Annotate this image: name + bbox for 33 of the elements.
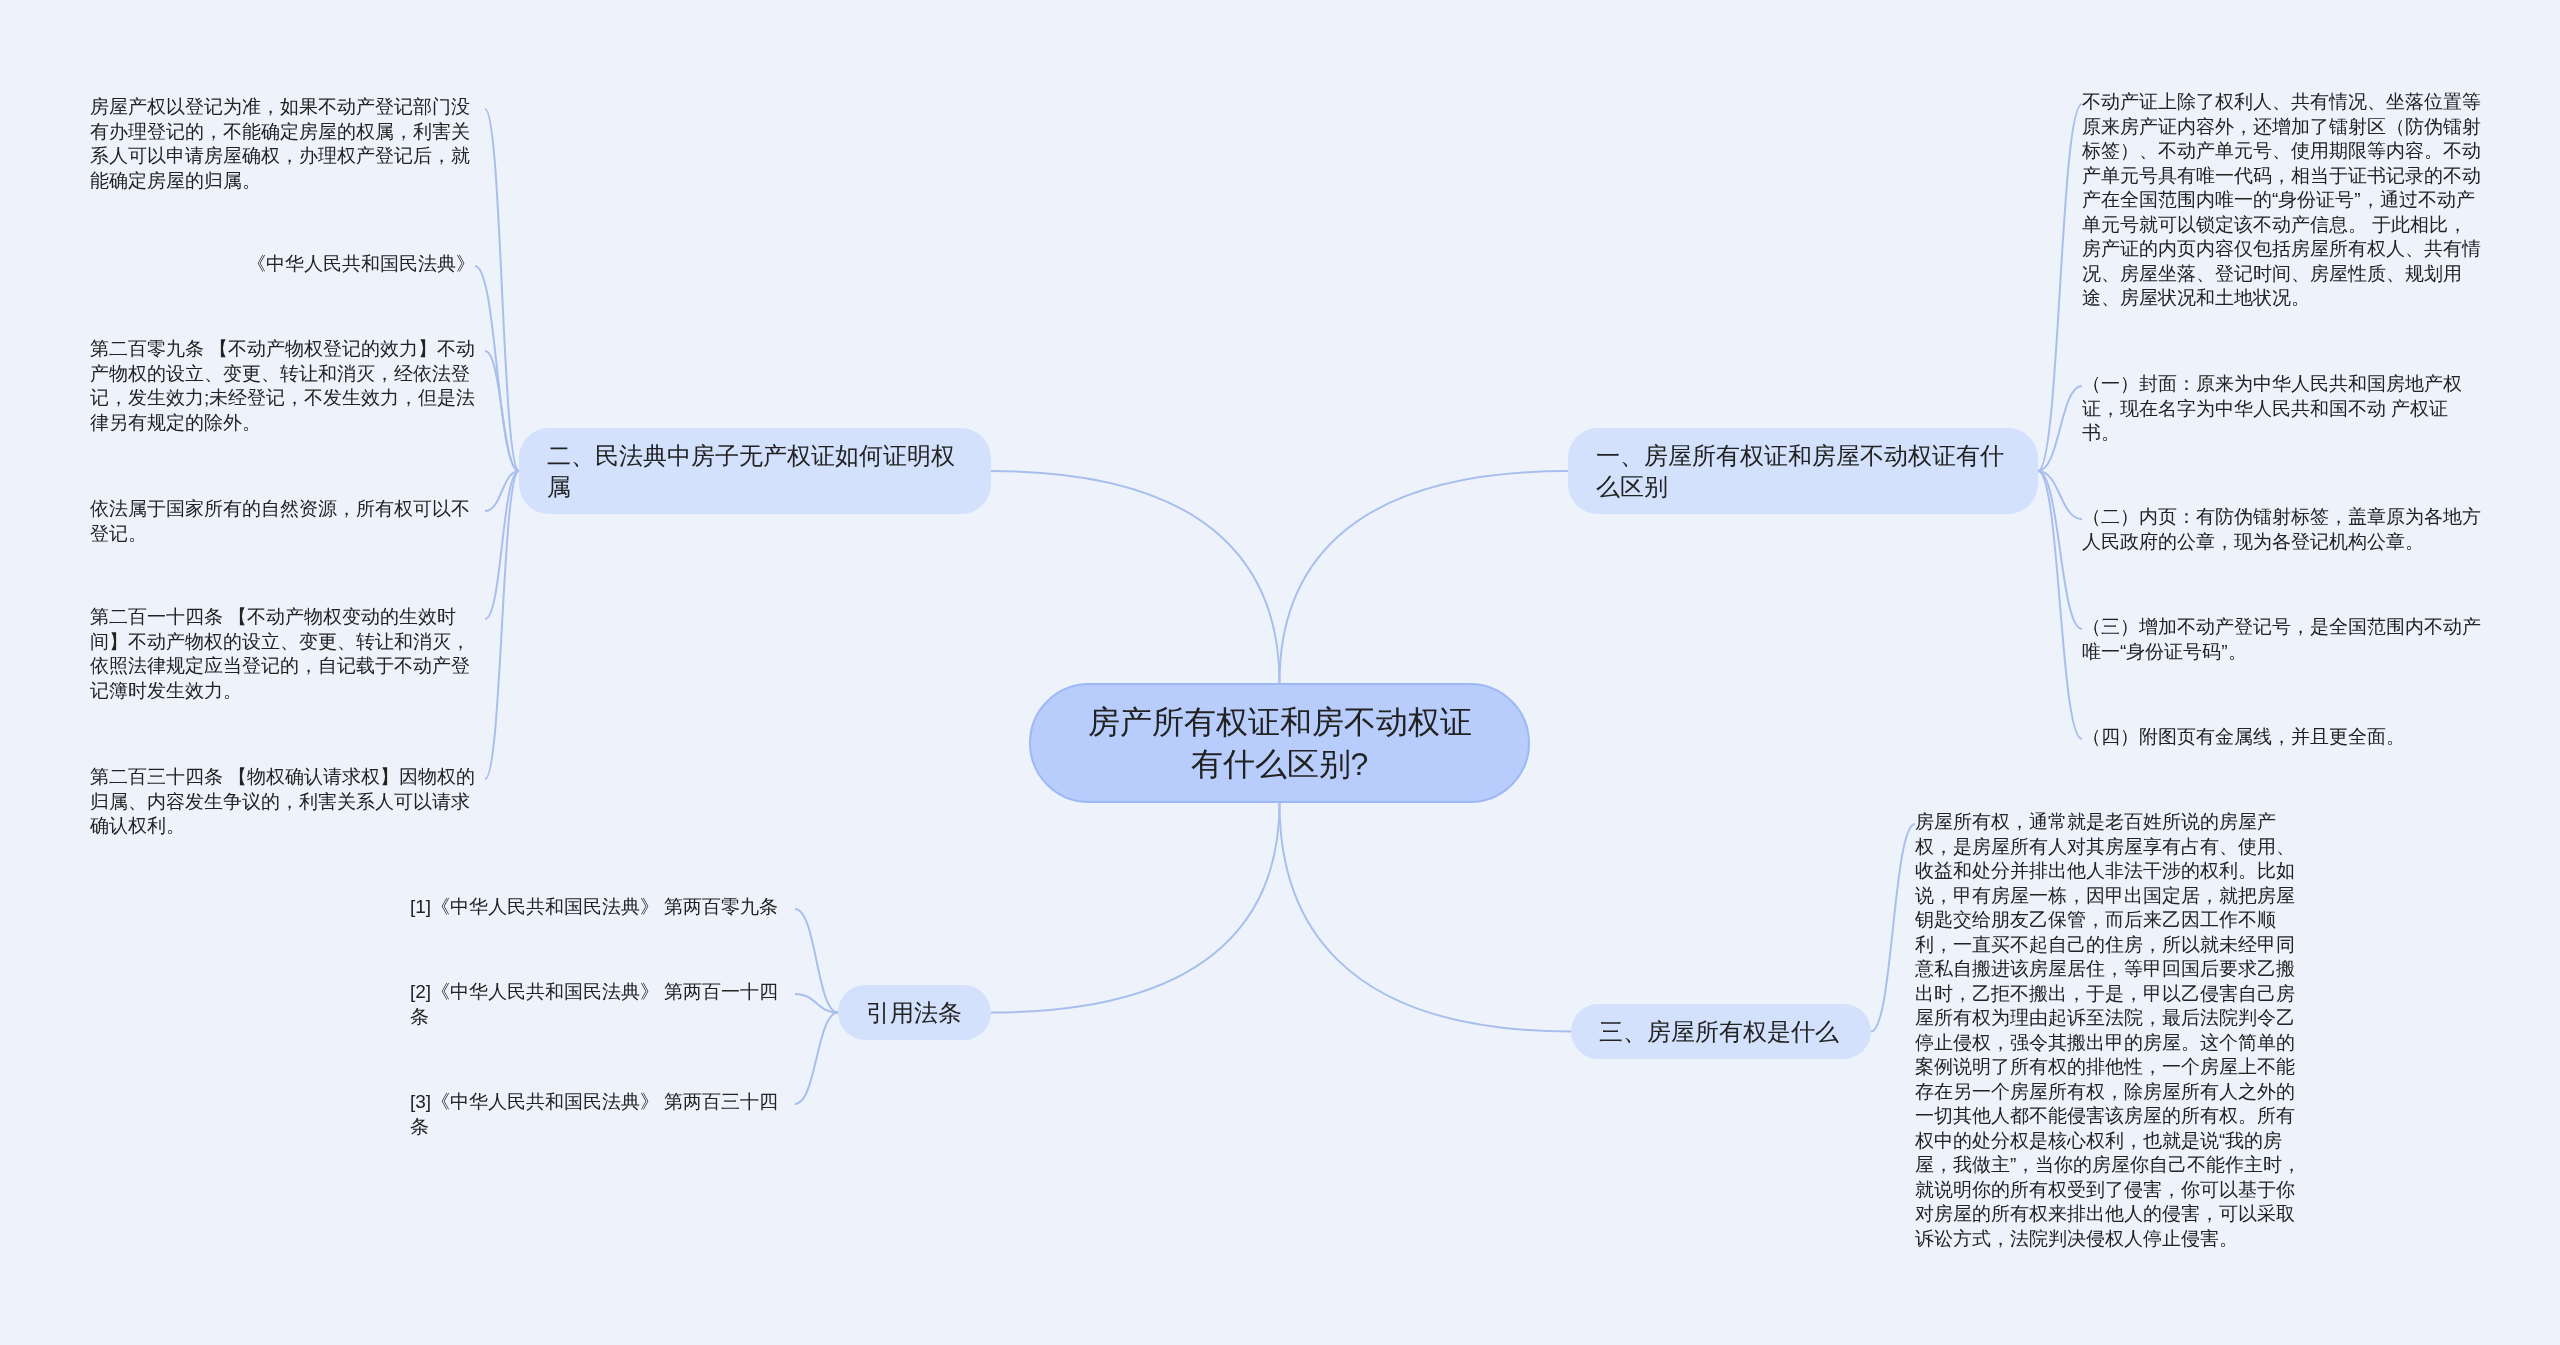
note-text: 房屋产权以登记为准，如果不动产登记部门没有办理登记的，不能确定房屋的权属，利害关系人可以申请房屋确权，办理权产登记后，就能确定房屋的归属。 (90, 95, 485, 193)
note-text: 第二百一十四条 【不动产物权变动的生效时间】不动产物权的设立、变更、转让和消灭，依照法律规定应当登记的，自记载于不动产登记簿时发生效力。 (90, 605, 485, 703)
note-text: 房屋所有权，通常就是老百姓所说的房屋产权，是房屋所有人对其房屋享有占有、使用、收益和处分并排出他人非法干涉的权利。比如说，甲有房屋一栋，因甲出国定居，就把房屋钥匙交给朋友乙保管，而后来乙因工作不顺利，一直买不起自己的住房，所以就未经甲同意私自搬进该房屋居住，等甲回国后要求乙搬出时，乙拒不搬出，于是，甲以乙侵害自己房屋所有权为理由起诉至法院，最后法院判令乙停止侵权，强令其搬出甲的房屋。这个简单的案例说明了所有权的排他性，一个房屋上不能存在另一个房屋所有权，除房屋所有人之外的一切其他人都不能侵害该房屋的所有权。所有权中的处分权是核心权利，也就是说“我的房屋，我做主”，当你的房屋你自己不能作主时，就说明你的所有权受到了侵害，你可以基于你对房屋的所有权来排出他人的侵害，可以采取诉讼方式，法院判决侵权人停止侵害。 (1915, 810, 2310, 1251)
connector-line (2037, 103, 2083, 472)
connector-line (990, 470, 1281, 684)
topic-box: 二、民法典中房子无产权证如何证明权属 (519, 428, 991, 514)
connector-line (2037, 470, 2083, 740)
note-text: 依法属于国家所有的自然资源，所有权可以不登记。 (90, 497, 485, 546)
connector-line (484, 470, 520, 620)
central-topic: 房产所有权证和房不动权证有什么区别? (1029, 683, 1530, 803)
connector-line (1278, 802, 1572, 1033)
connector-line (484, 108, 520, 472)
connector-line (1278, 470, 1569, 684)
note-text: （四）附图页有金属线，并且更全面。 (2082, 725, 2482, 750)
connector-line (1870, 823, 1916, 1033)
connector-line (794, 993, 839, 1014)
note-text: （三）增加不动产登记号，是全国范围内不动产唯一“身份证号码”。 (2082, 615, 2482, 664)
connector-line (484, 470, 520, 780)
note-text: 第二百零九条 【不动产物权登记的效力】不动产物权的设立、变更、转让和消灭，经依法登记，发生效力;未经登记，不发生效力，但是法律另有规定的除外。 (90, 337, 485, 435)
note-text: [2]《中华人民共和国民法典》 第两百一十四条 (410, 980, 795, 1029)
connector-line (990, 802, 1281, 1014)
topic-box: 三、房屋所有权是什么 (1571, 1004, 1871, 1059)
connector-line (794, 1011, 839, 1105)
topic-box: 一、房屋所有权证和房屋不动权证有什么区别 (1568, 428, 2038, 514)
note-text: [3]《中华人民共和国民法典》 第两百三十四条 (410, 1090, 795, 1139)
connector-line (2037, 385, 2083, 472)
note-text: 《中华人民共和国民法典》 (90, 252, 475, 277)
note-text: [1]《中华人民共和国民法典》 第两百零九条 (410, 895, 795, 920)
note-text: （二）内页：有防伪镭射标签，盖章原为各地方人民政府的公章，现为各登记机构公章。 (2082, 505, 2482, 554)
note-text: 第二百三十四条 【物权确认请求权】因物权的归属、内容发生争议的，利害关系人可以请求确认权利。 (90, 765, 485, 839)
note-text: （一）封面：原来为中华人民共和国房地产权证，现在名字为中华人民共和国不动 产权证书。 (2082, 372, 2482, 446)
topic-box: 引用法条 (838, 985, 991, 1040)
note-text: 不动产证上除了权利人、共有情况、坐落位置等原来房产证内容外，还增加了镭射区（防伪镭射标签）、不动产单元号、使用期限等内容。不动产单元号具有唯一代码，相当于证书记录的不动产在全国范围内唯一的“身份证号”，通过不动产单元号就可以锁定该不动产信息。 于此相比，房产证的内页内容仅包括房屋所有权人、共有情况、房屋坐落、登记时间、房屋性质、规划用途、房屋状况和土地状况。 (2082, 90, 2482, 311)
